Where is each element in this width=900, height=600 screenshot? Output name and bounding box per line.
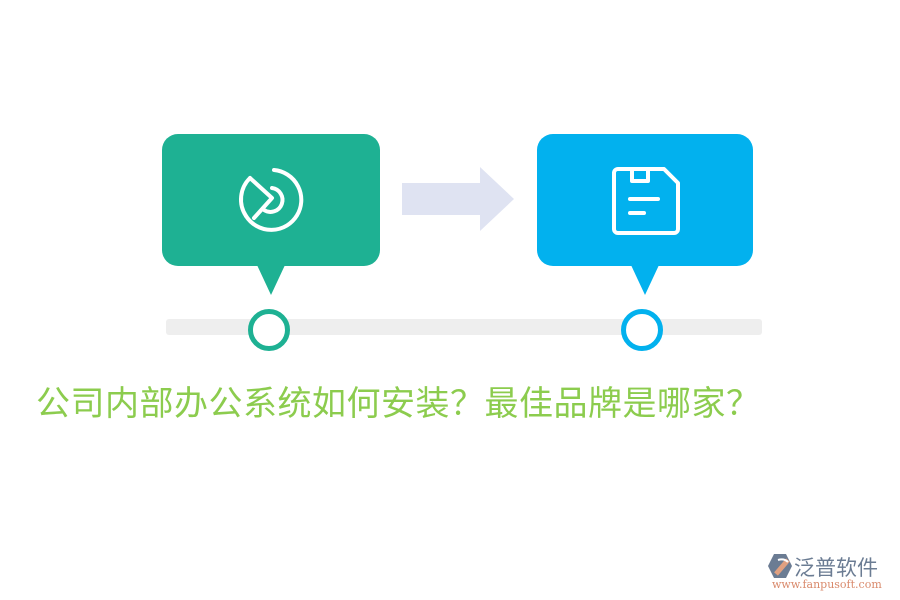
timeline-node-2 [621,309,663,351]
step-1-pointer [257,265,285,295]
timeline-track [166,319,762,335]
step-2-pointer [631,265,659,295]
fanpu-logo-icon [768,554,792,578]
brand-logo: 泛普软件 www.fanpusoft.com [766,552,896,592]
pie-chart-play-icon [239,168,304,232]
save-document-icon [612,167,680,235]
page-title: 公司内部办公系统如何安装？最佳品牌是哪家？ [36,384,761,424]
brand-url: www.fanpusoft.com [772,578,882,591]
brand-name: 泛普软件 [794,556,878,580]
arrow-right-icon [402,167,514,231]
timeline-node-1 [248,309,290,351]
